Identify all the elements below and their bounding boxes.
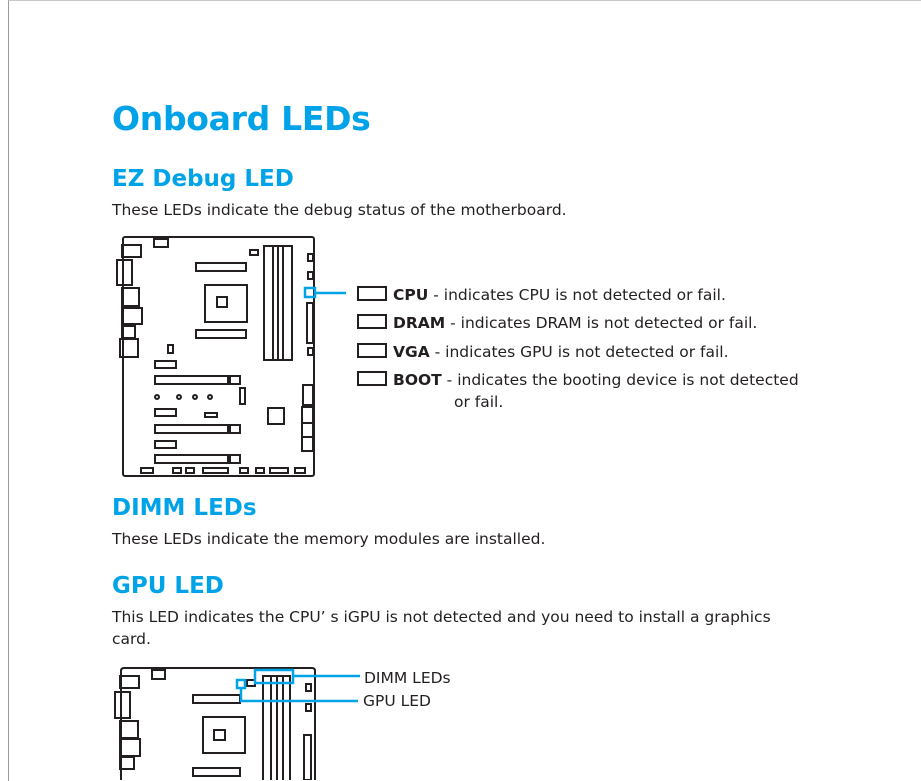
led-boot: BOOT - indicates the booting device is n… [357, 371, 799, 389]
gpu-description-line2: card. [112, 630, 151, 648]
motherboard-diagram-ez-debug [116, 236, 346, 477]
dimm-leds-callout: DIMM LEDs [364, 669, 451, 687]
led-dram: DRAM - indicates DRAM is not detected or… [357, 314, 757, 332]
gpu-description-line1: This LED indicates the CPU’ s iGPU is no… [112, 608, 771, 626]
led-indicator-icon [357, 286, 387, 301]
section-heading-dimm: DIMM LEDs [112, 495, 257, 521]
dimm-description: These LEDs indicate the memory modules a… [112, 530, 546, 548]
led-boot-continued: or fail. [454, 393, 504, 411]
led-indicator-icon [357, 314, 387, 329]
document-page [8, 0, 921, 781]
led-indicator-icon [357, 343, 387, 358]
section-heading-gpu: GPU LED [112, 573, 224, 599]
gpu-led-callout: GPU LED [363, 692, 431, 710]
ez-debug-description: These LEDs indicate the debug status of … [112, 201, 567, 219]
gpu-led-marker [235, 678, 247, 690]
led-indicator-icon [357, 371, 387, 386]
led-vga: VGA - indicates GPU is not detected or f… [357, 343, 729, 361]
section-heading-ez-debug: EZ Debug LED [112, 166, 294, 192]
led-cpu: CPU - indicates CPU is not detected or f… [357, 286, 726, 304]
motherboard-diagram-gpu-dimm [114, 667, 360, 780]
page-title: Onboard LEDs [112, 99, 371, 138]
